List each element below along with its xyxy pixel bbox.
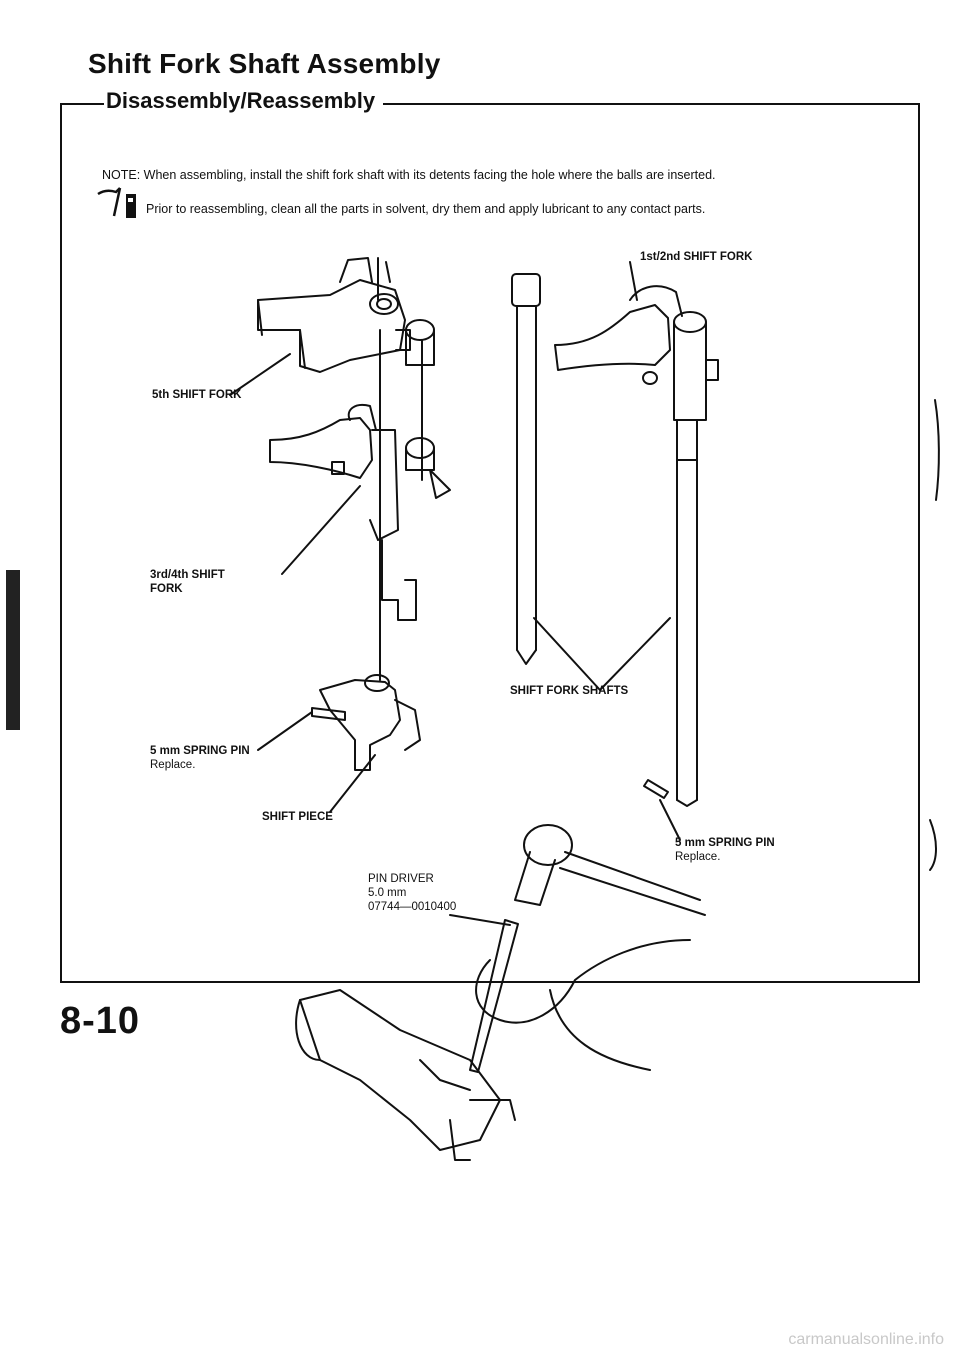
fork-5th-drawing (257, 257, 435, 373)
leader-fork-12 (629, 261, 638, 301)
label-fork-5th: 5th SHIFT FORK (152, 389, 242, 401)
leader-spring-pin-right (659, 799, 681, 841)
spring-pin-right-drawing (643, 779, 669, 799)
label-spring-pin-left-text: 5 mm SPRING PIN (150, 745, 250, 757)
leader-pin-driver (449, 914, 511, 926)
page-number: 8-10 (60, 1000, 141, 1042)
label-fork-34-line2: FORK (150, 583, 183, 595)
label-pin-driver-line1: PIN DRIVER (368, 873, 434, 885)
tip-text: Prior to reassembling, clean all the par… (146, 202, 706, 216)
leader-shafts-b (599, 617, 671, 691)
label-spring-pin-right: 5 mm SPRING PIN Replace. (675, 836, 775, 864)
label-spring-pin-right-text: 5 mm SPRING PIN (675, 837, 775, 849)
leader-fork-5th (229, 353, 291, 396)
shaft-short-drawing (643, 419, 698, 807)
label-pin-driver: PIN DRIVER 5.0 mm 07744—0010400 (368, 872, 456, 914)
label-spring-pin-right-note: Replace. (675, 851, 721, 863)
section-tab-marker (6, 570, 20, 730)
label-spring-pin-left: 5 mm SPRING PIN Replace. (150, 744, 250, 772)
tip-icon (97, 187, 136, 218)
leader-spring-pin-left (257, 711, 313, 751)
watermark-text: carmanualsonline.info (788, 1331, 944, 1348)
label-shift-piece: SHIFT PIECE (262, 811, 333, 823)
label-fork-12: 1st/2nd SHIFT FORK (640, 251, 753, 263)
fork-assembly-drawing (295, 989, 516, 1161)
spring-pin-left-drawing (311, 707, 346, 721)
leader-fork-34 (281, 485, 361, 575)
pin-driver-drawing (469, 919, 691, 1073)
assembly-note: NOTE: When assembling, install the shift… (102, 168, 716, 182)
leader-shift-piece (329, 754, 376, 813)
shift-piece-drawing (311, 674, 421, 771)
label-pin-driver-line2: 5.0 mm (368, 887, 407, 899)
fork-12-drawing (554, 285, 719, 421)
label-pin-driver-line3: 07744—0010400 (368, 901, 457, 913)
fork-34-drawing (269, 404, 451, 621)
page-title: Shift Fork Shaft Assembly (88, 48, 441, 79)
label-fork-34-line1: 3rd/4th SHIFT (150, 569, 225, 581)
frame-right-border (918, 103, 920, 983)
hammer-drawing (514, 824, 706, 916)
label-shafts: SHIFT FORK SHAFTS (510, 685, 629, 697)
label-fork-34: 3rd/4th SHIFT FORK (150, 568, 225, 596)
section-subtitle: Disassembly/Reassembly (104, 88, 384, 114)
shaft-long-drawing (511, 273, 541, 665)
label-spring-pin-left-note: Replace. (150, 759, 196, 771)
frame-left-border (60, 103, 62, 983)
frame-top-border (60, 103, 920, 105)
leader-shafts-a (533, 617, 601, 691)
